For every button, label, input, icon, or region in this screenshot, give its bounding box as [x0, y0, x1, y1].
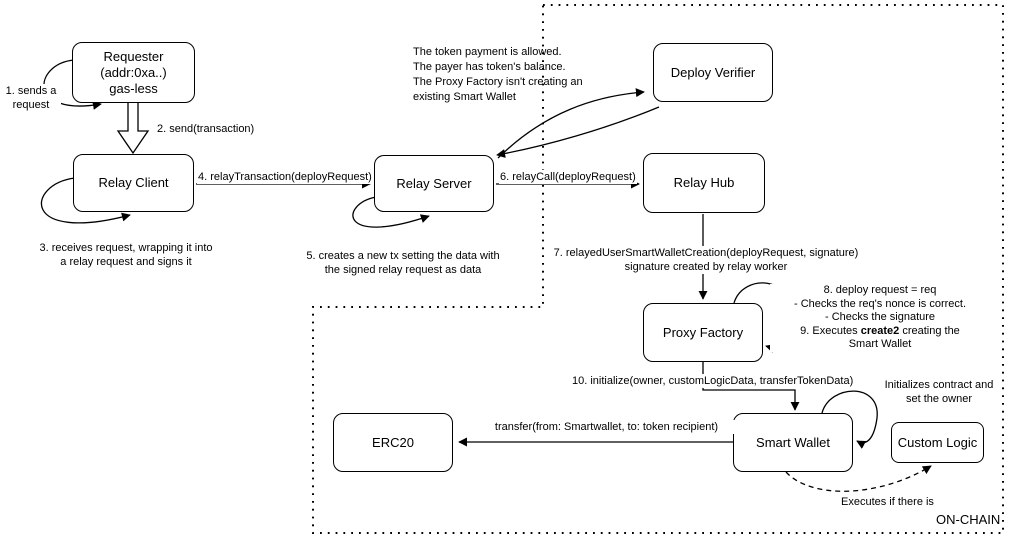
smart-wallet-label: Smart Wallet — [756, 434, 830, 450]
label-step10: 10. initialize(owner, customLogicData, t… — [571, 374, 855, 388]
custom-logic-label: Custom Logic — [897, 434, 978, 450]
label-step1: 1. sends a request — [1, 84, 61, 112]
relay-client-label: Relay Client — [98, 175, 169, 190]
label-step3: 3. receives request, wrapping it into a … — [10, 241, 242, 269]
relay-server-label: Relay Server — [396, 175, 472, 191]
on-chain-label: ON-CHAIN — [936, 512, 1001, 527]
node-proxy-factory: Proxy Factory — [643, 303, 763, 362]
label-step9-line: 9. Executes create2 creating the — [800, 324, 960, 337]
label-step2: 2. send(transaction) — [156, 122, 256, 136]
relay-hub-label: Relay Hub — [673, 175, 735, 190]
label-step8-9: 8. deploy request = req - Checks the req… — [770, 284, 990, 352]
node-smart-wallet: Smart Wallet — [733, 413, 853, 472]
node-custom-logic: Custom Logic — [891, 422, 984, 463]
node-relay-client: Relay Client — [73, 154, 194, 212]
node-relay-server: Relay Server — [374, 155, 494, 212]
label-step6: 6. relayCall(deployRequest) — [499, 170, 637, 184]
note-initializes: Initializes contract and set the owner — [884, 379, 994, 405]
note-verifier-checks: The token payment is allowed. The payer … — [413, 46, 583, 103]
node-requester: Requester (addr:0xa..) gas-less — [72, 42, 195, 103]
requester-label-line2: (addr:0xa..) — [100, 64, 167, 80]
node-deploy-verifier: Deploy Verifier — [653, 43, 773, 102]
verifier-to-server-arrow — [496, 106, 660, 158]
node-relay-hub: Relay Hub — [643, 153, 765, 213]
label-step7: 7. relayedUserSmartWalletCreation(deploy… — [545, 246, 867, 274]
send-transaction-block-arrow — [116, 101, 150, 155]
deploy-verifier-label: Deploy Verifier — [670, 64, 756, 80]
proxy-factory-label: Proxy Factory — [662, 324, 744, 340]
label-executes-if: Executes if there is — [840, 495, 935, 509]
label-step4: 4. relayTransaction(deployRequest) — [197, 170, 373, 184]
create2-bold: create2 — [860, 324, 900, 337]
erc20-label: ERC20 — [372, 434, 414, 450]
label-step5: 5. creates a new tx setting the data wit… — [296, 249, 510, 277]
requester-label-line3: gas-less — [109, 80, 158, 96]
label-transfer: transfer(from: Smartwallet, to: token re… — [478, 420, 735, 434]
requester-label-line1: Requester — [103, 48, 164, 64]
node-erc20: ERC20 — [333, 413, 453, 472]
